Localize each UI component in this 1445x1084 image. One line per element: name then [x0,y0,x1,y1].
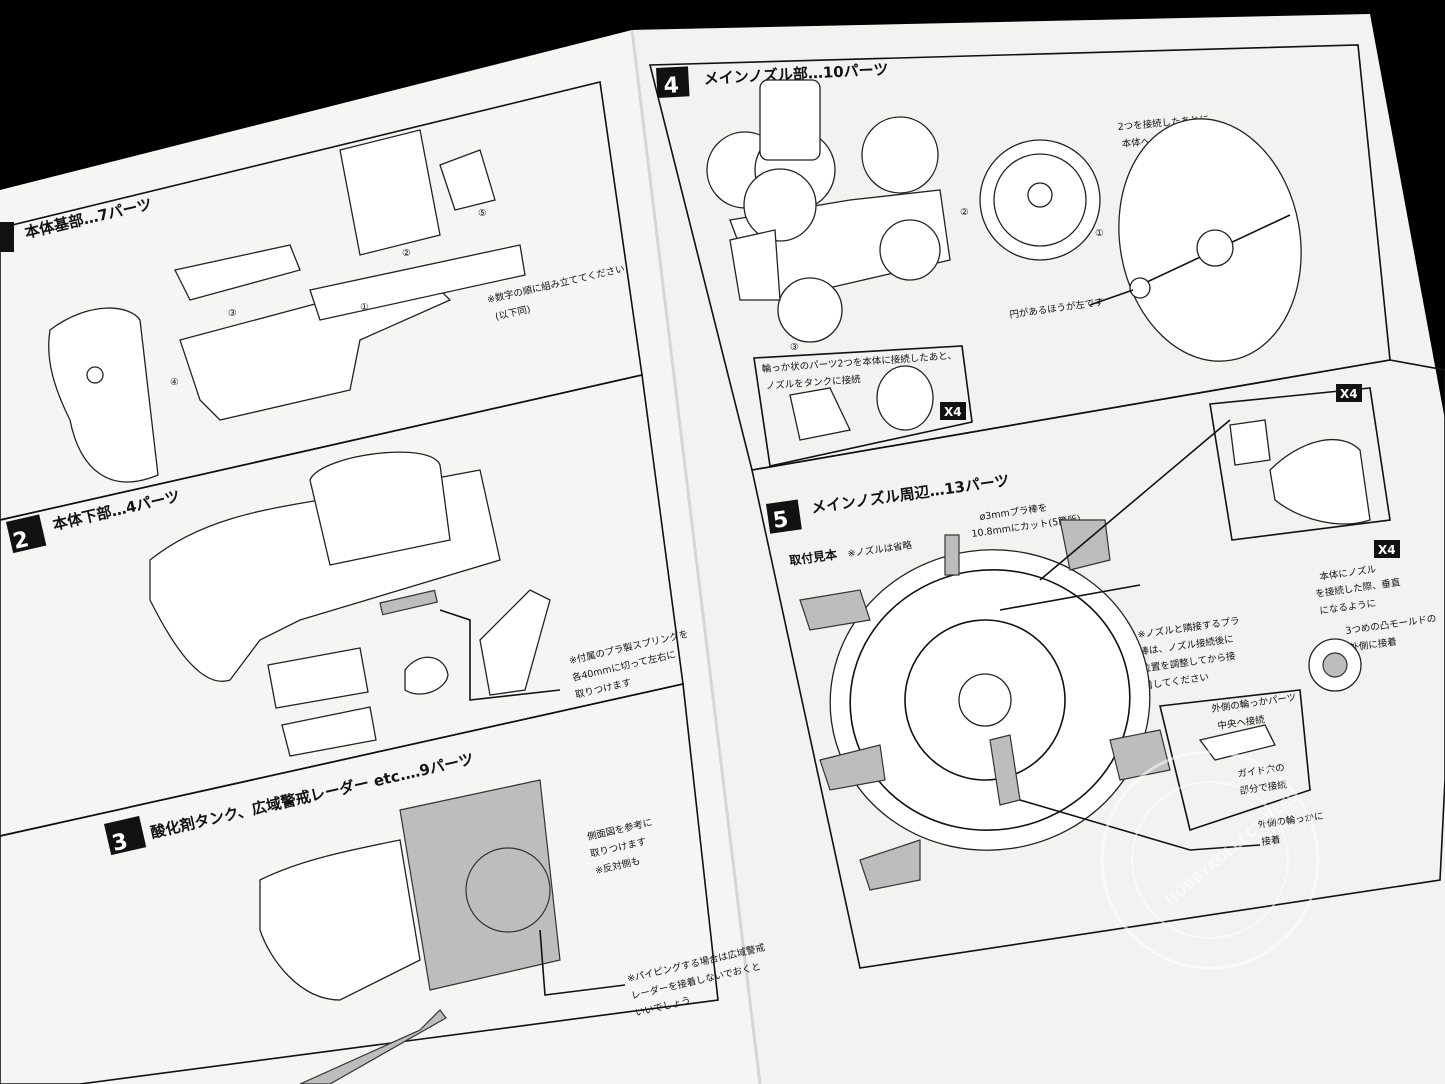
step-5-badge [766,499,802,534]
engine-cluster [706,79,951,343]
lower-tank-part [309,451,451,566]
step-5-x4-top-label: X4 [1340,387,1358,401]
radar-disc-part [465,847,551,933]
step-1-marker-1: ① [360,302,369,313]
ring-coil-part [876,365,934,431]
step-1-marker-4: ④ [170,377,179,388]
step-4-marker-2: ② [960,207,969,218]
step-5-x4-right-badge [1374,540,1400,558]
nozzle-bell-part [1269,438,1371,525]
step-3-badge [103,815,147,856]
step-3-body [259,839,421,1001]
step-1-badge [0,222,14,252]
nozzle-bracket-part [1229,419,1271,466]
step-4-marker-1: ① [1095,228,1104,239]
nozzle-mount-inner [1322,652,1348,678]
step-2-arrow-line [439,609,561,701]
step-5-number: 5 [771,507,790,534]
step-5-leader [1019,799,1261,851]
lower-part-b [281,706,377,757]
robot-head-part [439,149,496,211]
spring-part [379,589,438,616]
step-5-x4-top-badge [1336,384,1362,402]
tank-cylinder-part [339,129,441,256]
paper-fold [630,29,762,1084]
step-5-x4-right-label: X4 [1378,543,1396,557]
step-2-badge [6,514,47,554]
body-rear-part [48,307,159,483]
nozzle-detail-box-top [1209,387,1391,541]
spring-nozzle-part [479,589,551,696]
mounting-example-ring [799,419,1231,891]
example-title: 取付見本 [788,546,838,568]
nose-cap-part [404,656,449,695]
step-4-connect-2: 本体へ [1121,136,1151,150]
rear-hole [86,366,104,384]
top-assembly-part [174,244,301,301]
lower-part-a [267,647,369,709]
step-3-number: 3 [110,829,131,857]
bulkhead-disc [979,139,1101,261]
step-1-marker-2: ② [402,248,411,259]
ring-nozzle-part [789,387,851,441]
step-4-number: 4 [663,73,680,99]
antenna-part [299,1009,447,1084]
nozzle-ring [1118,118,1302,362]
step-5-outer-4: 接着 [1261,833,1282,848]
step-3-leader [539,929,626,996]
step-4-panel: 4 メインノズル部…10パーツ 2つを接続したあとに 本体へ 円があるほうが左で… [648,44,1391,471]
step-4-x4-badge [940,402,966,420]
step-4-marker-3: ③ [790,342,799,353]
step-4-leader [1089,289,1134,306]
step-2-number: 2 [11,527,32,555]
step-1-marker-5: ⑤ [478,208,487,219]
step-1-marker-3: ③ [228,308,237,319]
ring-detail-box [753,345,973,467]
step-4-badge [655,66,690,98]
upper-plate-part [309,244,526,321]
step-4-x4-label: X4 [944,405,962,419]
